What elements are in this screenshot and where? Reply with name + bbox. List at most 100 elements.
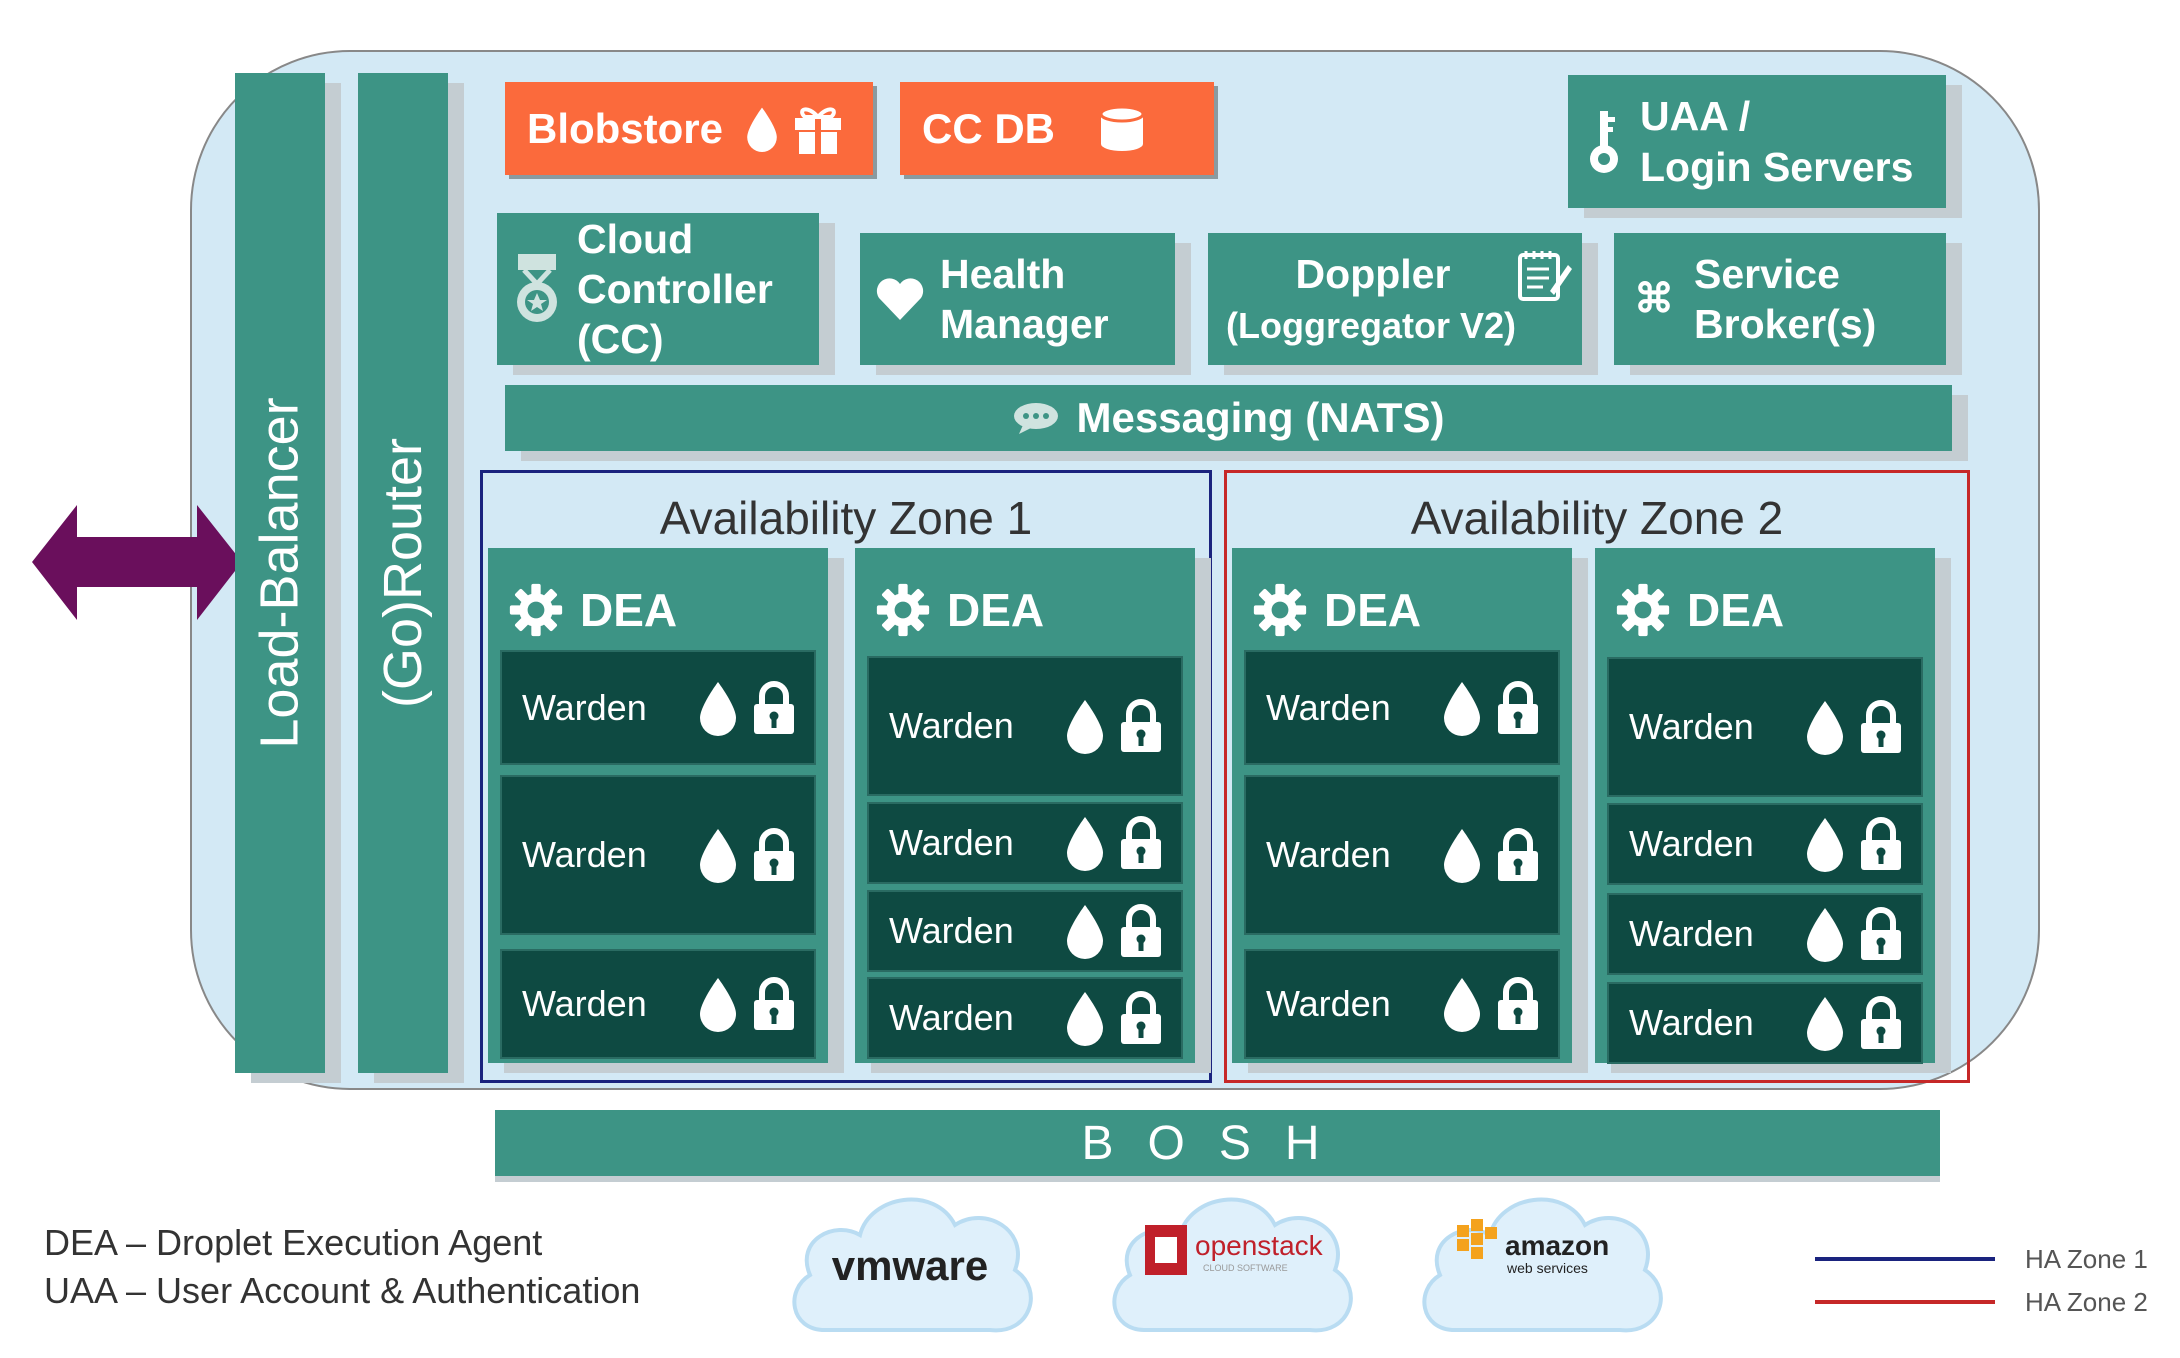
dea-header: DEA [508, 582, 677, 638]
lock-icon [1859, 906, 1903, 962]
double-arrow-icon [32, 505, 242, 620]
hm-line2: Manager [940, 301, 1109, 347]
warden-label: Warden [522, 834, 647, 875]
note-dea: DEA – Droplet Execution Agent [44, 1222, 543, 1263]
warden-container: Warden [500, 775, 816, 935]
drop-icon [1442, 680, 1482, 736]
lock-icon [1496, 827, 1540, 883]
lock-icon [752, 680, 796, 736]
warden-container: Warden [1607, 657, 1923, 797]
router: (Go)Router [358, 73, 448, 1073]
bosh-bar: BOSH [495, 1110, 1940, 1176]
warden-label: Warden [522, 983, 647, 1024]
lock-icon [1119, 815, 1163, 871]
drop-icon [1805, 906, 1845, 962]
availability-zone-2: Availability Zone 2 [1224, 470, 1970, 1083]
dea-header: DEA [1615, 582, 1784, 638]
dea-label: DEA [947, 584, 1045, 636]
note-uaa: UAA – User Account & Authentication [44, 1270, 641, 1311]
drop-icon [698, 680, 738, 736]
warden-icons [1065, 903, 1163, 959]
blobstore-label: Blobstore [527, 104, 724, 152]
gear-icon [875, 582, 931, 638]
doppler-line2: (Loggregator V2) [1226, 305, 1517, 346]
warden-label: Warden [1629, 1002, 1754, 1043]
warden-container: Warden [1244, 650, 1560, 765]
gift-icon [793, 102, 843, 156]
drop-icon [1442, 976, 1482, 1032]
warden-icons [1805, 699, 1903, 755]
warden-icons [1065, 815, 1163, 871]
warden-container: Warden [1607, 982, 1923, 1064]
messaging-label: Messaging (NATS) [1076, 394, 1445, 441]
chat-icon [1013, 401, 1059, 435]
uaa-line1: UAA / [1640, 93, 1751, 140]
warden-container: Warden [1244, 949, 1560, 1059]
dea-header: DEA [875, 582, 1044, 638]
drop-icon [1805, 816, 1845, 872]
warden-icons [1805, 995, 1903, 1051]
gear-icon [1615, 582, 1671, 638]
warden-label: Warden [1266, 686, 1391, 728]
openstack-sub: CLOUD SOFTWARE [1203, 1263, 1288, 1273]
cc-line1: Cloud [577, 215, 694, 262]
gear-icon [508, 582, 564, 638]
warden-icons [698, 680, 796, 736]
amazon-logo: amazon [1505, 1230, 1609, 1261]
cc-db-label: CC DB [922, 104, 1055, 152]
dea-label: DEA [1324, 584, 1422, 636]
warden-label: Warden [889, 997, 1014, 1038]
warden-container: Warden [1607, 893, 1923, 975]
lock-icon [1859, 995, 1903, 1051]
warden-label: Warden [1629, 823, 1754, 864]
gear-icon [1252, 582, 1308, 638]
lock-icon [752, 827, 796, 883]
sb-line1: Service [1694, 250, 1840, 297]
medal-icon [497, 252, 577, 326]
messaging-bar: Messaging (NATS) [505, 385, 1952, 451]
warden-container: Warden [500, 949, 816, 1059]
warden-icons [698, 976, 796, 1032]
dea-header: DEA [1252, 582, 1421, 638]
health-manager-box: Health Manager [860, 233, 1175, 365]
warden-label: Warden [522, 686, 647, 728]
sb-line2: Broker(s) [1694, 301, 1877, 347]
warden-icons [1442, 976, 1540, 1032]
amazon-cloud: amazon web services [1422, 1197, 1663, 1333]
legend-label-zone-2: HA Zone 2 [2025, 1287, 2148, 1317]
database-icon [1099, 105, 1145, 152]
legend-line-zone-2 [1815, 1300, 1995, 1304]
warden-icons [1442, 680, 1540, 736]
legend-line-zone-1 [1815, 1257, 1995, 1261]
drop-icon [1805, 995, 1845, 1051]
openstack-logo: openstack [1195, 1230, 1324, 1261]
cc-db-box: CC DB [900, 82, 1214, 175]
drop-icon [1442, 827, 1482, 883]
warden-container: Warden [867, 656, 1183, 796]
warden-icons [1065, 990, 1163, 1046]
drop-icon [745, 106, 779, 152]
warden-container: Warden [1607, 803, 1923, 885]
notepad-icon [1516, 247, 1572, 308]
warden-label: Warden [1266, 834, 1391, 875]
drop-icon [1065, 903, 1105, 959]
load-balancer-label: Load-Balancer [250, 397, 310, 749]
warden-label: Warden [1629, 706, 1754, 747]
drop-icon [1805, 699, 1845, 755]
warden-icons [1442, 827, 1540, 883]
warden-container: Warden [867, 890, 1183, 972]
bosh-label: BOSH [1081, 1116, 1354, 1170]
warden-container: Warden [867, 977, 1183, 1059]
zone-2-title: Availability Zone 2 [1410, 492, 1784, 544]
doppler-box: Doppler (Loggregator V2) [1208, 233, 1582, 365]
dea-label: DEA [1687, 584, 1785, 636]
vmware-cloud: vmware [792, 1197, 1033, 1333]
lock-icon [1496, 976, 1540, 1032]
drop-icon [1065, 815, 1105, 871]
lock-icon [1119, 990, 1163, 1046]
drop-icon [1065, 990, 1105, 1046]
drop-icon [1065, 698, 1105, 754]
warden-label: Warden [889, 822, 1014, 863]
warden-label: Warden [1629, 913, 1754, 954]
warden-icons [698, 827, 796, 883]
